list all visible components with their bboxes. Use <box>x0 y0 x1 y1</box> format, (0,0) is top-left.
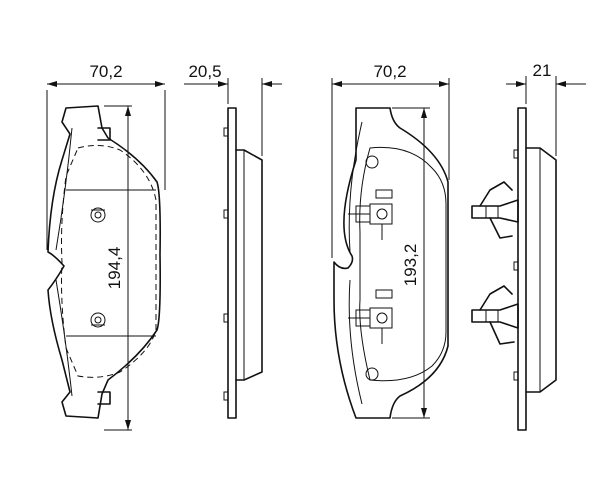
pad-2-top-hole-icon <box>365 155 379 169</box>
pad-2-thickness-dimension: 21 <box>506 61 586 156</box>
pad-2-height-label: 193,2 <box>401 244 420 287</box>
pad-2-lower-spring-clip <box>471 285 519 345</box>
pad-1-front-view <box>47 105 161 419</box>
pad-1-width-dimension: 70,2 <box>46 62 166 250</box>
pad-1-thickness-dimension: 20,5 <box>184 62 282 156</box>
pad-1-friction-outline <box>61 144 157 378</box>
pad-2-front-view <box>333 107 449 419</box>
pad-1-side-view <box>223 107 263 419</box>
pad-1-bottom-clip <box>97 391 111 405</box>
pad-1-lower-bolt-icon <box>90 312 106 328</box>
pad-2-thickness-label: 21 <box>533 61 552 80</box>
pad-1-side-backing <box>227 107 237 419</box>
pad-2-upper-clip <box>348 189 393 240</box>
pad-2-bottom-hole-icon <box>365 367 379 381</box>
pad-1-width-label: 70,2 <box>89 62 122 81</box>
pad-1-height-label: 194,4 <box>105 247 124 290</box>
pad-2-height-dimension: 193,2 <box>392 107 430 419</box>
pad-1-side-friction <box>235 149 263 381</box>
pad-1-thickness-label: 20,5 <box>188 62 221 81</box>
pad-2-backing-plate <box>333 107 449 419</box>
pad-2-backing-inner <box>348 121 363 405</box>
pad-2-width-label: 70,2 <box>373 62 406 81</box>
pad-2-lower-clip <box>348 289 393 344</box>
pad-1-height-dimension: 194,4 <box>104 105 132 431</box>
pad-2-side-friction <box>525 147 557 393</box>
pad-2-width-dimension: 70,2 <box>331 62 450 258</box>
pad-1-backing-plate <box>47 105 161 419</box>
pad-2-friction-outline <box>359 146 447 382</box>
pad-1-backing-inner <box>55 127 73 397</box>
pad-2-side-backing <box>517 107 527 431</box>
pad-2-side-view <box>471 107 557 431</box>
pad-1-upper-bolt-icon <box>90 207 106 223</box>
pad-2-upper-spring-clip <box>471 181 519 239</box>
pad-1-top-clip <box>97 127 111 141</box>
